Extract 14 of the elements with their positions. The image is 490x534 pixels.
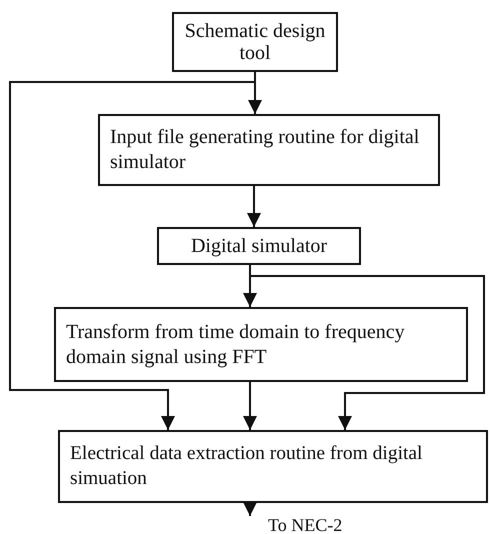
box-text: Digital simulator [190,234,328,258]
arrow [247,186,261,227]
process-box [98,114,440,186]
box-text: To NEC-2 [268,514,342,534]
box-text: Schematic design tool [184,20,326,64]
box-text: Electrical data extraction routine from digital simuation [70,442,424,490]
box-text: Transform from time domain to frequency domain signal using FFT [66,320,406,370]
process-box [157,227,361,265]
box-text: Input file generating routine for digital simulator [110,125,420,175]
process-box [58,430,488,503]
process-box [54,307,468,382]
arrow [243,502,257,516]
arrow [243,382,257,430]
process-box [172,12,338,72]
